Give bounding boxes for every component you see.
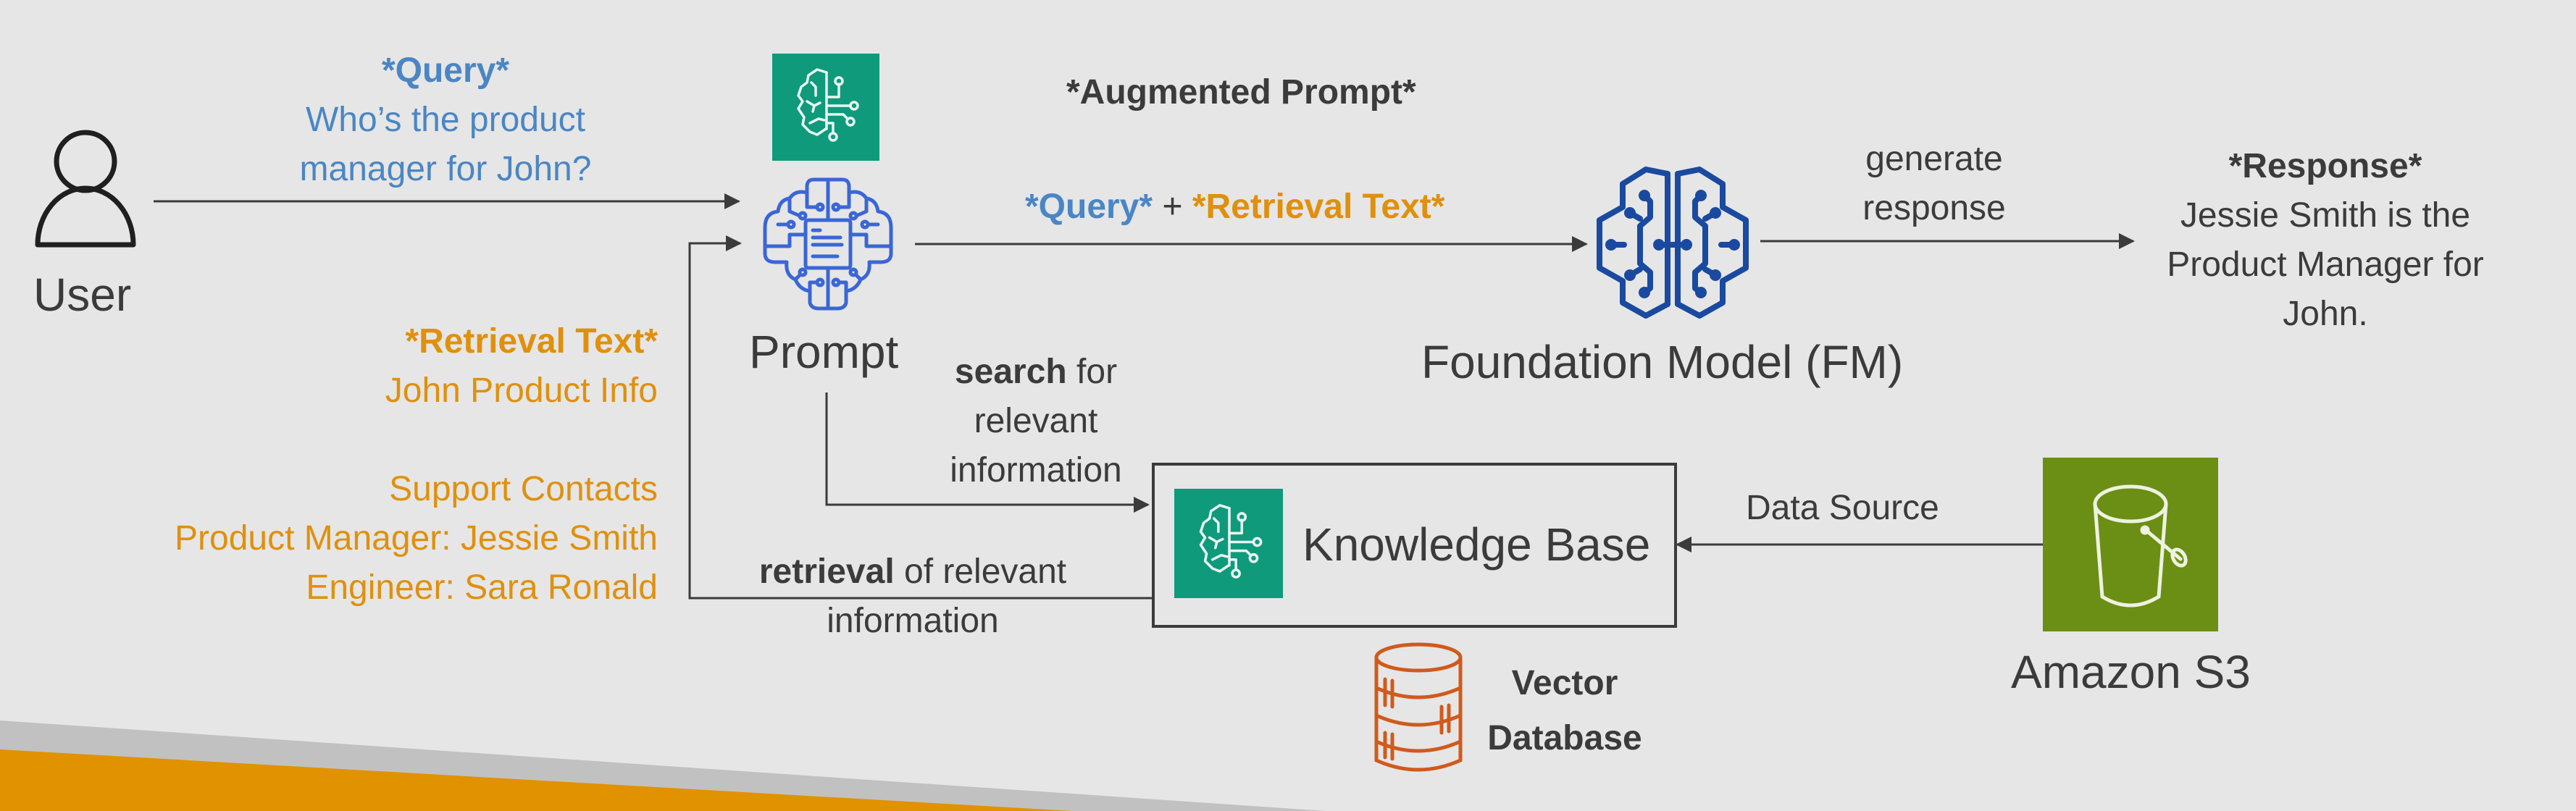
search-line-2: relevant	[974, 402, 1098, 440]
s3-label: Amazon S3	[2011, 646, 2251, 698]
prompt-brain-icon[interactable]	[759, 174, 897, 313]
generate-line-1: generate	[1865, 140, 2003, 178]
retrieval-edge-line-2: information	[827, 602, 999, 640]
search-edge-label: search for relevant information	[920, 348, 1152, 495]
prompt-label: Prompt	[749, 326, 899, 378]
retrieval-text-annotation: *Retrieval Text* John Product Info Suppo…	[72, 317, 658, 613]
augmented-prompt-formula: *Query* + *Retrieval Text*	[1025, 190, 1444, 224]
response-line-1: Jessie Smith is the	[2180, 196, 2471, 235]
retrieval-line-2: Support Contacts	[389, 470, 658, 508]
retrieval-spacer	[72, 416, 658, 465]
orange-band	[0, 749, 1072, 811]
kb-bedrock-brain-glyph	[1199, 504, 1263, 579]
kb-label: Knowledge Base	[1302, 518, 1651, 571]
retrieval-heading: *Retrieval Text*	[405, 322, 658, 361]
retrieval-line-4: Engineer: Sara Ronald	[306, 568, 658, 607]
user-label: User	[33, 269, 132, 321]
response-line-3: John.	[2283, 295, 2368, 333]
search-line-1: search for	[920, 348, 1152, 397]
augmented-prompt-heading: *Augmented Prompt*	[1066, 73, 1416, 112]
data-source-label: Data Source	[1746, 489, 1939, 527]
vector-db-line-1: Vector	[1511, 664, 1618, 702]
knowledge-base-node[interactable]	[1152, 463, 1677, 628]
response-line-2: Product Manager for	[2167, 245, 2484, 284]
query-heading: *Query*	[381, 51, 510, 90]
user-icon[interactable]	[29, 127, 145, 253]
augmented-retrieval-part: *Retrieval Text*	[1192, 188, 1445, 226]
arrow-retrieval-to-prompt	[688, 235, 1152, 600]
response-heading: *Response*	[2228, 147, 2422, 185]
search-rest: for	[1066, 353, 1118, 391]
s3-bucket-glyph	[2093, 484, 2188, 608]
query-annotation: *Query* Who’s the product manager for Jo…	[272, 46, 619, 194]
database-icon[interactable]	[1372, 642, 1465, 776]
generate-response-label: generate response	[1826, 135, 2043, 233]
retrieval-edge-line-1: retrieval of relevant	[724, 547, 1101, 597]
search-line-3: information	[950, 451, 1122, 489]
bedrock-icon	[772, 54, 879, 161]
fm-brain-icon[interactable]	[1594, 167, 1752, 320]
fm-label: Foundation Model (FM)	[1421, 336, 1904, 388]
retrieval-line-1: John Product Info	[385, 371, 658, 410]
response-annotation: *Response* Jessie Smith is the Product M…	[2137, 142, 2514, 339]
s3-bucket-icon[interactable]	[2043, 458, 2218, 631]
retrieval-edge-bold: retrieval	[758, 552, 895, 591]
vector-db-line-2: Database	[1487, 719, 1642, 757]
vector-db-label: Vector Database	[1478, 656, 1652, 766]
kb-bedrock-icon	[1174, 489, 1283, 598]
search-bold: search	[954, 353, 1067, 391]
generate-line-2: response	[1862, 189, 2006, 227]
query-line-1: Who’s the product	[306, 101, 585, 139]
query-line-2: manager for John?	[299, 150, 592, 188]
retrieval-edge-rest: of relevant	[894, 552, 1067, 591]
augmented-query-part: *Query*	[1025, 188, 1153, 226]
bedrock-brain-glyph	[797, 68, 859, 142]
arrow-prompt-to-kb	[825, 392, 1150, 513]
retrieval-edge-label: retrieval of relevant information	[724, 547, 1101, 646]
augmented-plus: +	[1162, 188, 1183, 226]
retrieval-line-3: Product Manager: Jessie Smith	[175, 519, 658, 558]
